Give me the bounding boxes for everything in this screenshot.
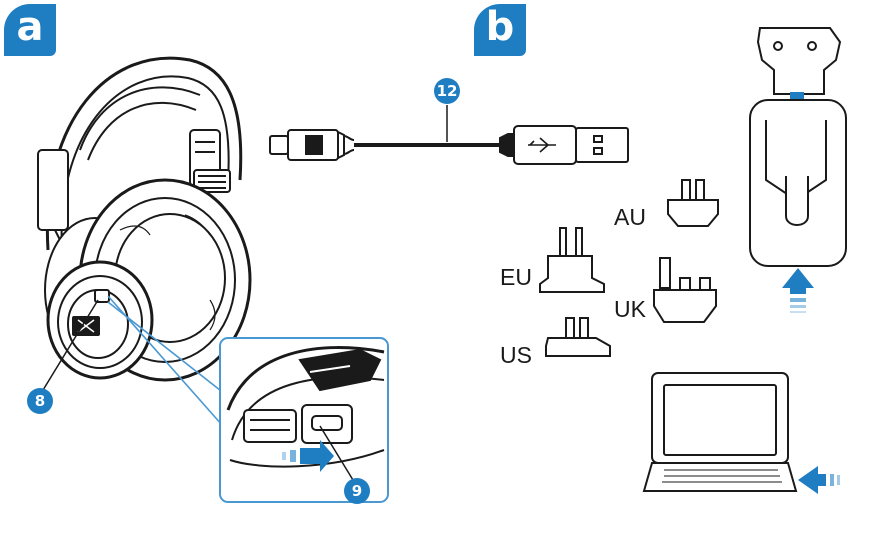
detail-inset: [219, 337, 389, 503]
psu-outlet-arrow: [782, 268, 814, 313]
callout-headset-socket: 8: [27, 388, 53, 414]
label-us: US: [500, 342, 532, 368]
panel-a-tab: a: [4, 4, 56, 56]
callout-cable: 12: [434, 78, 460, 104]
adapter-au: [667, 179, 719, 227]
adapter-uk: [653, 257, 717, 323]
eu-plug-head: [756, 27, 842, 95]
adapter-eu: [539, 227, 605, 293]
label-uk: UK: [614, 296, 646, 322]
laptop-usb-arrow: [798, 466, 840, 494]
adapter-us: [545, 317, 611, 357]
power-supply: [749, 99, 847, 267]
panel-b-tab: b: [474, 4, 526, 56]
callout-micro-usb-port: 9: [344, 478, 370, 504]
laptop: [642, 372, 798, 492]
usb-cable: [269, 125, 629, 165]
label-au: AU: [614, 204, 646, 230]
label-eu: EU: [500, 264, 532, 290]
headset: [37, 56, 252, 382]
